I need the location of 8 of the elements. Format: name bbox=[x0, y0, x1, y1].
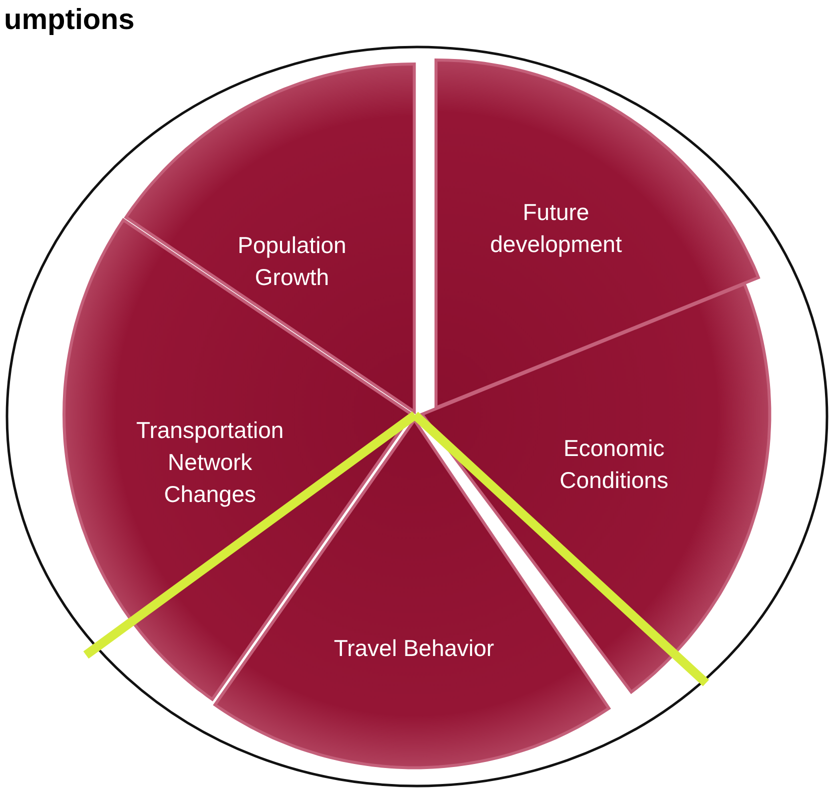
segment-label: Future development bbox=[489, 198, 623, 259]
title: umptions bbox=[4, 4, 134, 37]
segment-label: Economic Conditions bbox=[558, 434, 670, 495]
segment-label: Travel Behavior bbox=[332, 634, 496, 663]
outer-circle bbox=[5, 45, 829, 788]
pie-segment bbox=[122, 61, 417, 415]
segment-label: Transportation Network Changes bbox=[135, 416, 285, 509]
segment-label: Population Growth bbox=[236, 230, 348, 292]
